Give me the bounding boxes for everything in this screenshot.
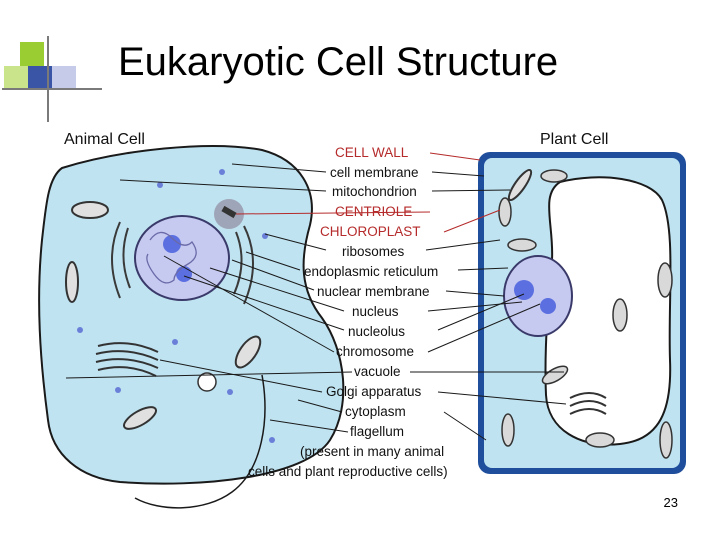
centriole-rod xyxy=(221,205,237,219)
corner-bar-vertical xyxy=(47,36,49,122)
animal-mitochondrion-1 xyxy=(71,201,109,219)
animal-cell-header: Animal Cell xyxy=(64,131,145,148)
label-nuclear-membrane: nuclear membrane xyxy=(317,284,430,299)
plant-nucleolus-2 xyxy=(540,298,556,314)
label-flagellum-note-1: (present in many animal xyxy=(300,444,444,459)
animal-cell-membrane xyxy=(38,145,345,485)
diagram-labels: CELL WALL cell membrane mitochondrion CE… xyxy=(248,145,448,479)
plant-cell-header: Plant Cell xyxy=(540,131,608,148)
plant-golgi xyxy=(569,392,607,415)
animal-nucleus xyxy=(134,215,230,301)
animal-nucleolus-2 xyxy=(176,266,192,282)
label-centriole: CENTRIOLE xyxy=(335,204,412,219)
animal-chromosome xyxy=(146,231,197,284)
leader-lines-animal xyxy=(65,163,353,433)
label-ribosomes: ribosomes xyxy=(342,244,405,259)
label-cell-wall: CELL WALL xyxy=(335,145,409,160)
label-mitochondrion: mitochondrion xyxy=(332,184,417,199)
label-flagellum: flagellum xyxy=(350,424,404,439)
label-chloroplast: CHLOROPLAST xyxy=(320,224,421,239)
label-cytoplasm: cytoplasm xyxy=(345,404,406,419)
animal-cell xyxy=(38,145,345,509)
plant-nucleolus xyxy=(514,280,534,300)
slide-title: Eukaryotic Cell Structure xyxy=(118,40,559,84)
animal-endoplasmic-reticulum xyxy=(111,221,254,305)
leader-lines-plant xyxy=(410,171,567,441)
plant-chloroplasts xyxy=(498,169,673,459)
animal-flagellum xyxy=(134,374,266,509)
animal-mitochondrion-2 xyxy=(65,261,79,303)
animal-golgi xyxy=(95,342,159,377)
page-number: 23 xyxy=(663,495,678,510)
label-vacuole: vacuole xyxy=(354,364,401,379)
plant-nucleus xyxy=(503,255,573,337)
animal-mitochondrion-3 xyxy=(234,335,262,369)
animal-vacuole xyxy=(197,372,217,392)
corner-square-green-light xyxy=(4,66,28,90)
leader-lines-plant-red xyxy=(235,152,501,233)
label-chromosome: chromosome xyxy=(336,344,414,359)
corner-square-lavender xyxy=(52,66,76,90)
animal-nucleolus xyxy=(163,235,181,253)
corner-square-green xyxy=(20,42,44,66)
label-nucleolus: nucleolus xyxy=(348,324,405,339)
animal-mitochondrion-4 xyxy=(123,406,157,430)
corner-bar-horizontal xyxy=(2,88,102,90)
label-flagellum-note-2: cells and plant reproductive cells) xyxy=(248,464,448,479)
label-golgi-apparatus: Golgi apparatus xyxy=(326,384,422,399)
label-nucleus: nucleus xyxy=(352,304,399,319)
plant-mitochondrion xyxy=(507,168,533,202)
plant-cell xyxy=(478,152,686,474)
label-cell-membrane: cell membrane xyxy=(330,165,419,180)
label-endoplasmic-reticulum: endoplasmic reticulum xyxy=(304,264,438,279)
